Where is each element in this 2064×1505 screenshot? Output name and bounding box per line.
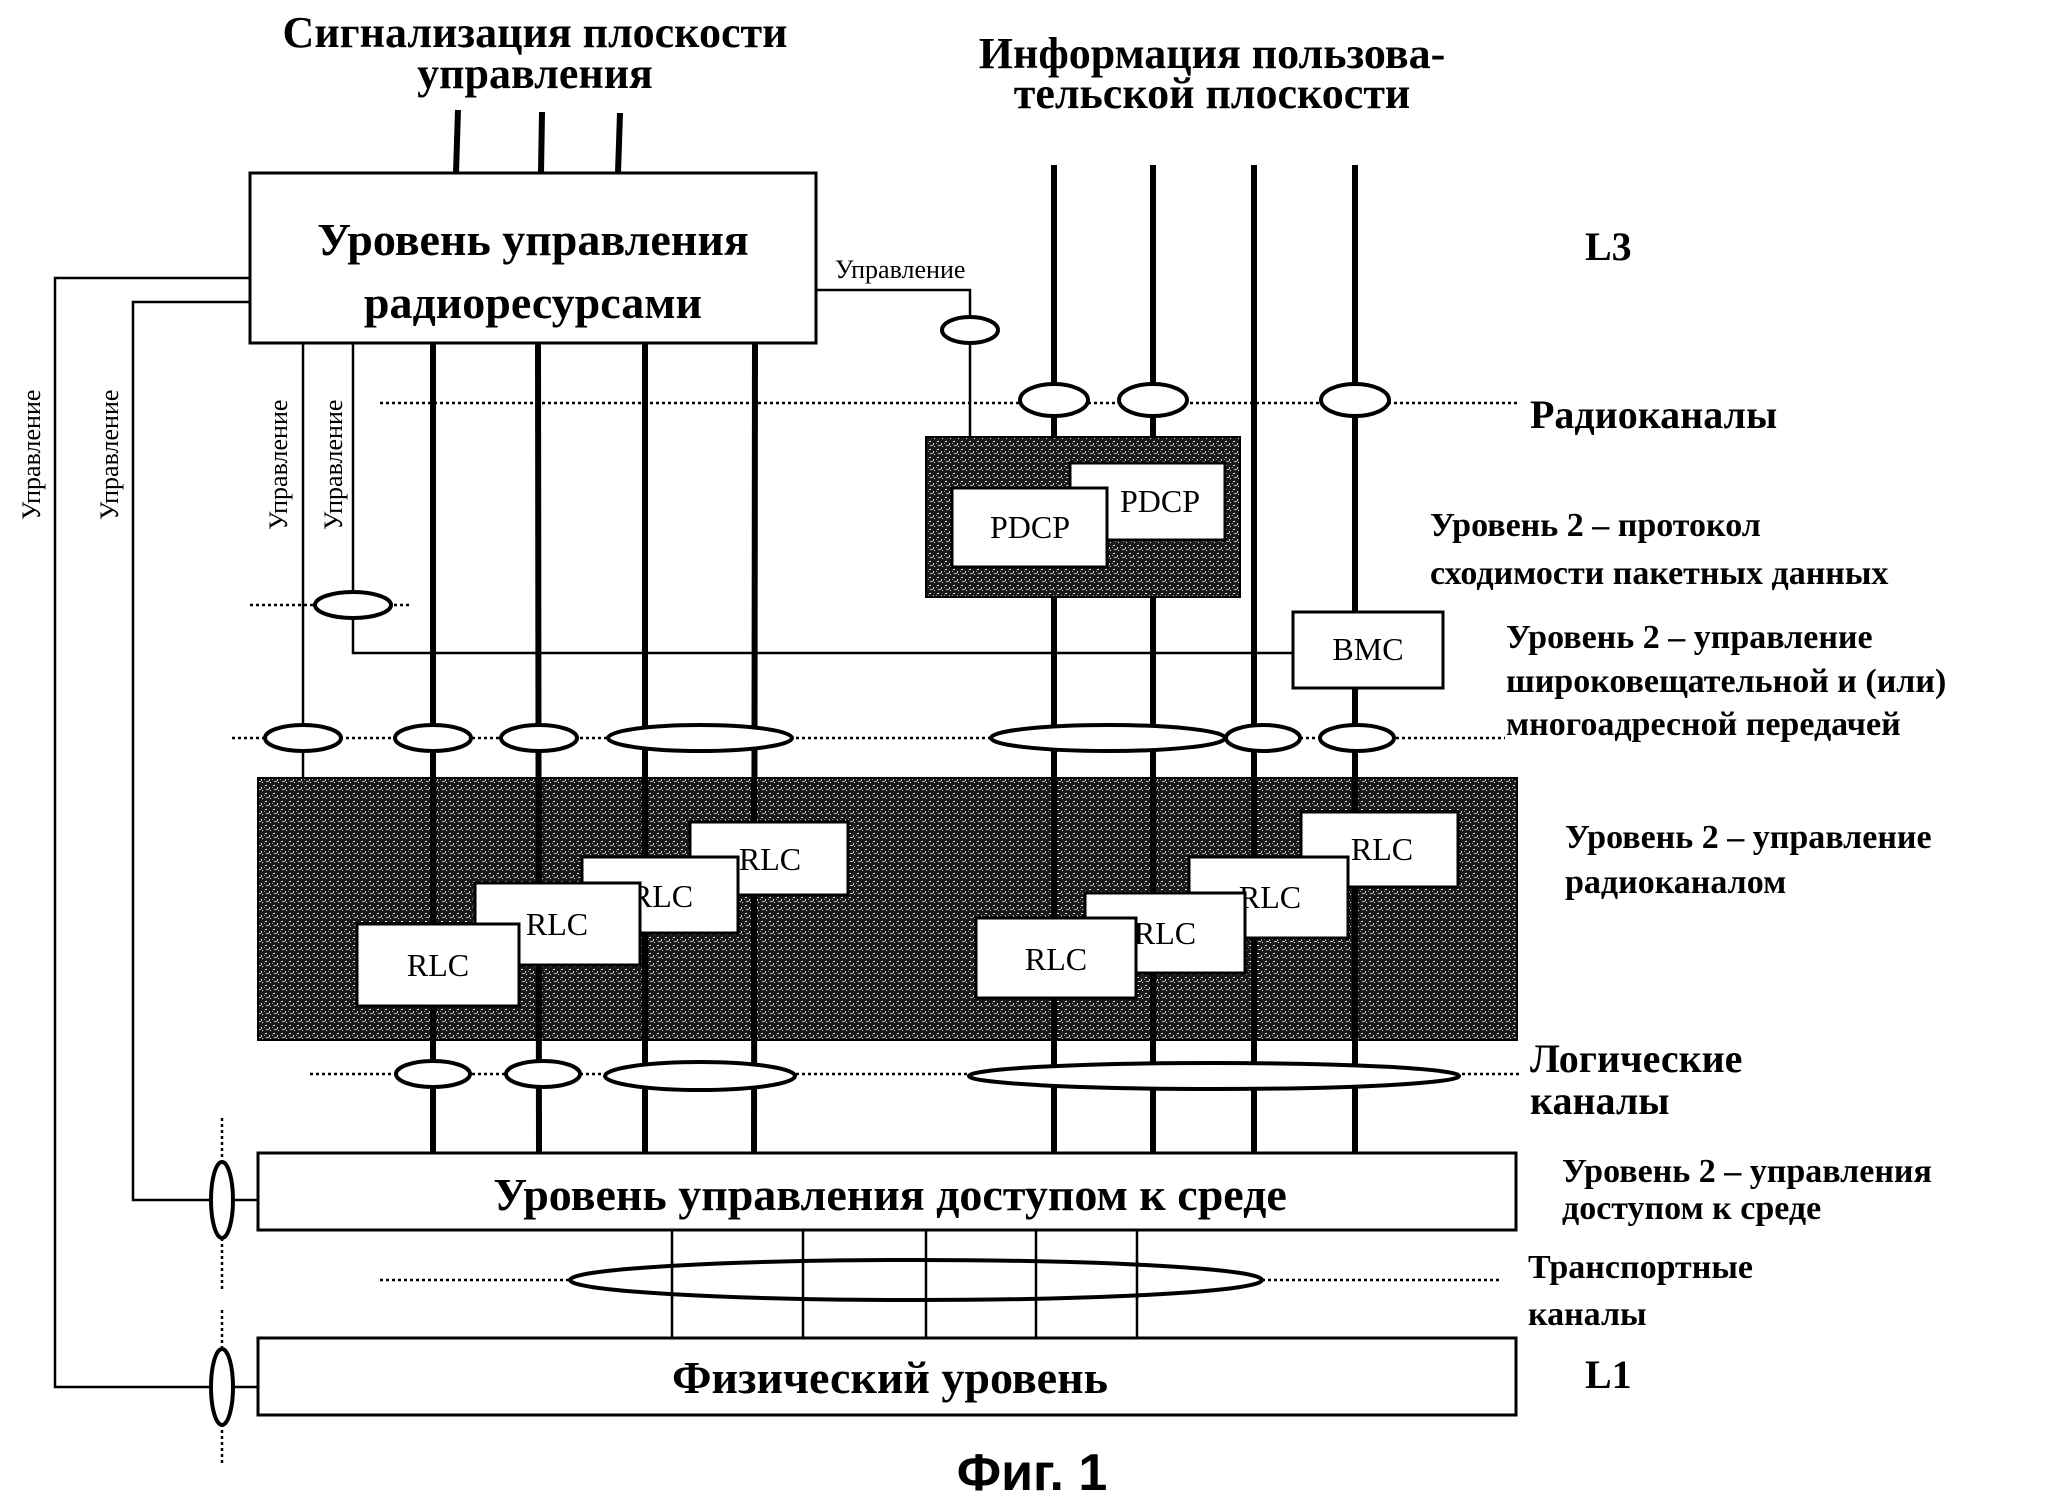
rlc-block [974,916,1138,1000]
phy-block [256,1336,1518,1417]
control-lines-left [53,276,258,1465]
control-label-phy: Управление [17,390,46,520]
l1-label: L1 [1585,1352,1632,1397]
rlc-label: RLC [1025,941,1087,977]
mac-layer-label-line1: Уровень 2 – управления [1562,1153,1932,1190]
control-label-rlc: Управление [264,400,293,530]
control-label-mac: Управление [95,390,124,520]
control-line-phy [53,276,258,1389]
rlc-label: RLC [1134,915,1196,951]
rlc-layer-label-line1: Уровень 2 – управление [1565,819,1932,856]
transport-channels-label-line2: каналы [1528,1296,1647,1333]
radio-bearers-label: Радиоканалы [1530,392,1777,437]
control-line-bmc [351,343,1293,655]
bmc-layer-label-line3: многоадресной передачей [1506,706,1901,743]
control-plane-signal-lines [453,109,623,174]
rlc-sap [606,723,794,753]
rlc-label: RLC [526,906,588,942]
signal-line [615,112,623,174]
pdcp-control-sap [940,315,1000,345]
bmc-label: BMC [1332,631,1403,667]
signal-line [538,111,545,174]
mac-label: Уровень управления доступом к среде [493,1169,1287,1220]
rlc-sap [499,723,579,753]
control-plane-title-line1: Сигнализация плоскости [283,8,788,57]
rlc-block [355,922,521,1008]
figure-caption: Фиг. 1 [957,1444,1108,1502]
control-plane-title-line2: управления [417,49,653,98]
rlc-label: RLC [739,841,801,877]
bmc-block [1291,610,1445,690]
transport-channel-sap [568,1258,1264,1302]
pdcp-layer-label-line1: Уровень 2 – протокол [1430,507,1761,544]
rrc-label-line1: Уровень управления [317,214,748,265]
pdcp-label: PDCP [1120,483,1200,519]
mac-block [256,1151,1518,1232]
bmc-layer-label-line2: широковещательной и (или) [1506,663,1946,700]
logical-channel-sap [504,1059,582,1089]
radio-bearer-sap [1117,382,1189,418]
logical-channel-sap [394,1059,472,1089]
logical-channel-sap [967,1061,1461,1091]
bmc-layer-label-line1: Уровень 2 – управление [1506,619,1873,656]
l3-label: L3 [1585,224,1632,269]
rlc-label: RLC [407,947,469,983]
logical-channel-saps [394,1059,1461,1092]
mac-layer-label-line2: доступом к среде [1562,1190,1821,1227]
rlc-sap [989,723,1227,753]
pdcp-block [950,486,1109,569]
rrc-label-line2: радиоресурсами [364,277,702,328]
rlc-label: RLC [1239,879,1301,915]
control-label-pdcp: Управление [835,255,965,284]
pdcp-label: PDCP [990,509,1070,545]
logical-channel-sap [603,1060,797,1092]
rlc-sap [263,723,343,753]
rlc-sap [393,723,473,753]
radio-bearer-sap [1319,382,1391,418]
user-plane-title-line2: тельской плоскости [1014,69,1411,118]
pdcp-layer-label-line2: сходимости пакетных данных [1430,555,1888,592]
rlc-label: RLC [1351,831,1413,867]
phy-control-sap [209,1347,235,1427]
logical-channels-label-line2: каналы [1530,1078,1670,1123]
rlc-sap [1224,723,1302,753]
rlc-sap [1318,723,1396,753]
phy-label: Физический уровень [672,1352,1108,1403]
control-label-bmc: Управление [319,400,348,530]
user-plane-title-line1: Информация пользова- [979,29,1445,78]
rlc-layer-label-line2: радиоканалом [1565,864,1786,901]
bmc-control-sap [313,590,393,620]
mac-control-sap [209,1160,235,1240]
signal-line [453,109,461,174]
rrc-block [248,171,818,345]
radio-bearer-sap [1018,382,1090,418]
transport-channels-label-line1: Транспортные [1528,1249,1753,1286]
logical-channels-label-line1: Логические [1530,1036,1742,1081]
control-line-mac [131,300,258,1202]
rlc-sap-row [263,723,1396,753]
